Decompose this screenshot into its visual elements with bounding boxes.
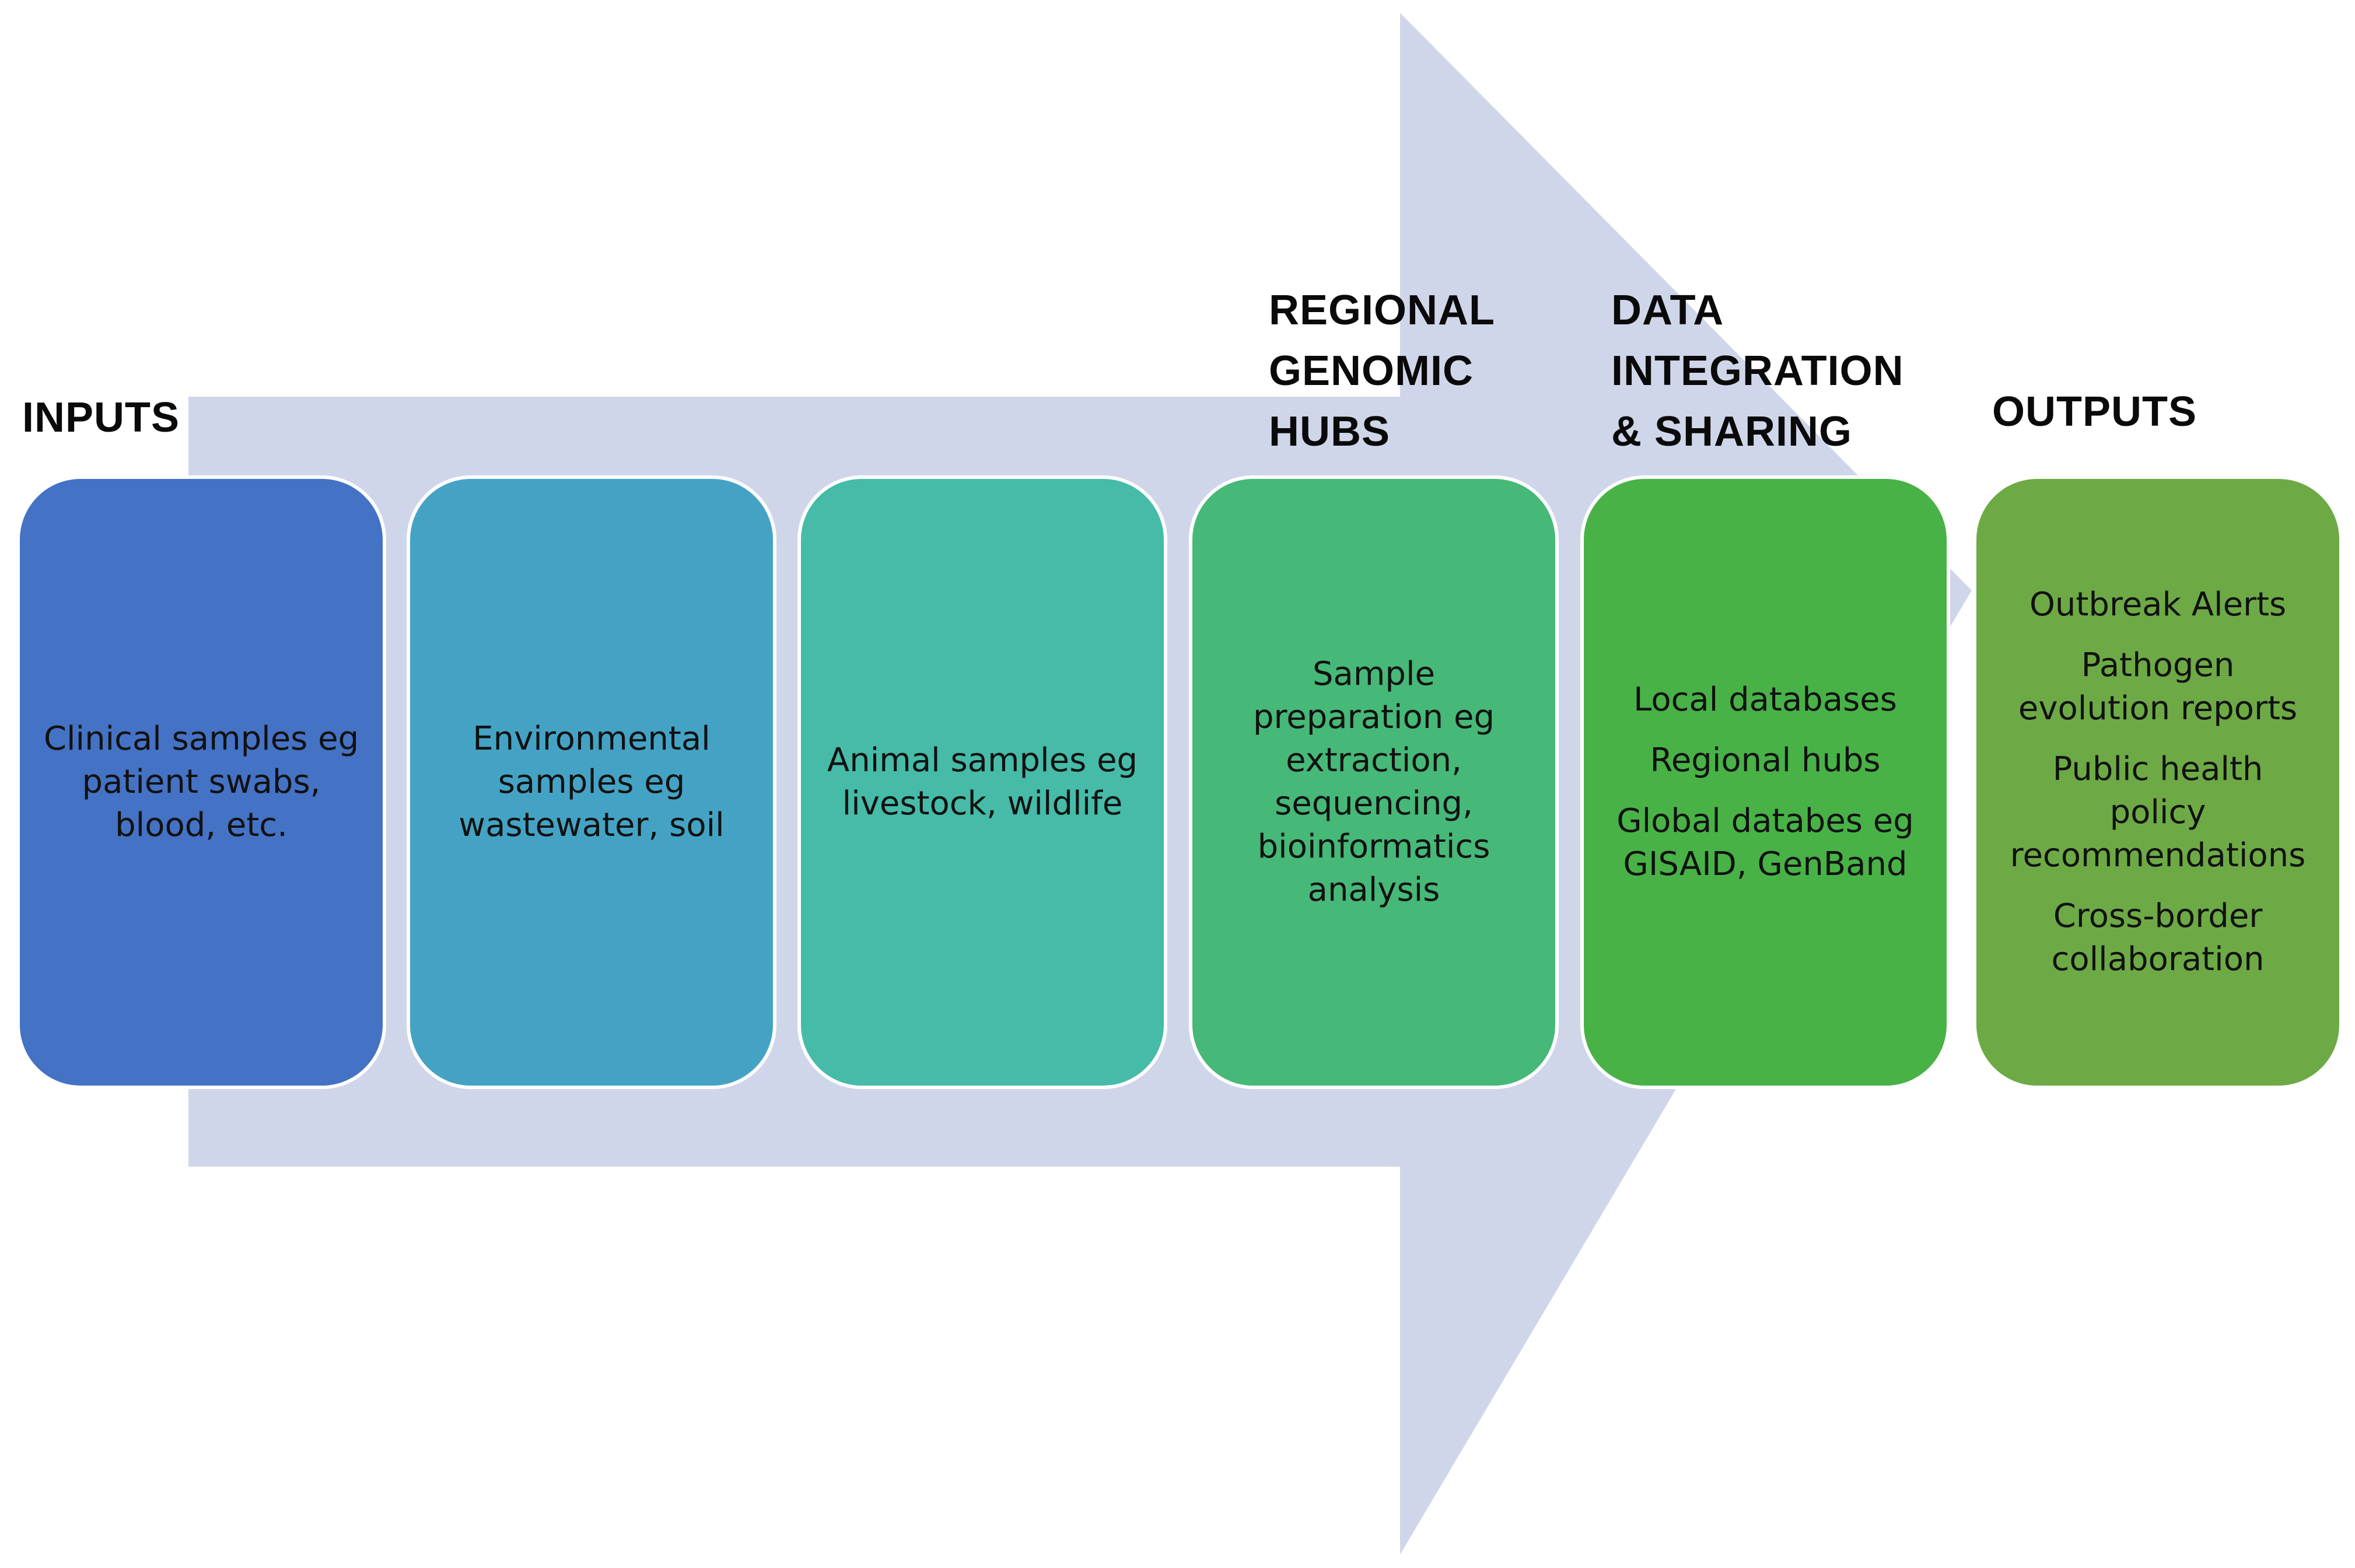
regional-hubs-text: Regional hubs (1650, 741, 1881, 779)
databases-box: Local databases Regional hubs Global dat… (1580, 475, 1950, 1089)
heading-inputs: INPUTS (22, 394, 180, 441)
policy-recommendations-text: Public health policy recommendations (2010, 750, 2306, 874)
box-text: Environmental samples eg wastewater, soi… (459, 720, 725, 844)
box-text: Animal samples eg livestock, wildlife (827, 741, 1138, 822)
pathogen-evolution-text: Pathogen evolution reports (2018, 646, 2298, 727)
cross-border-collaboration-text: Cross-border collaboration (2051, 897, 2265, 978)
animal-samples-box: Animal samples eg livestock, wildlife (797, 475, 1167, 1089)
outbreak-alerts-text: Outbreak Alerts (2029, 586, 2287, 624)
global-databases-text: Global databes eg GISAID, GenBand (1616, 802, 1914, 883)
local-databases-text: Local databases (1633, 681, 1897, 719)
box-text: Sample preparation eg extraction, sequen… (1252, 655, 1495, 909)
environmental-samples-box: Environmental samples eg wastewater, soi… (407, 475, 776, 1089)
heading-data-integration-sharing: DATA INTEGRATION & SHARING (1611, 287, 1904, 455)
outputs-box: Outbreak Alerts Pathogen evolution repor… (1973, 475, 2343, 1089)
sample-preparation-box: Sample preparation eg extraction, sequen… (1189, 475, 1559, 1089)
heading-outputs: OUTPUTS (1992, 388, 2197, 435)
heading-regional-genomic-hubs: REGIONAL GENOMIC HUBS (1269, 287, 1496, 455)
clinical-samples-box: Clinical samples eg patient swabs, blood… (16, 475, 386, 1089)
box-text: Clinical samples eg patient swabs, blood… (43, 720, 359, 844)
